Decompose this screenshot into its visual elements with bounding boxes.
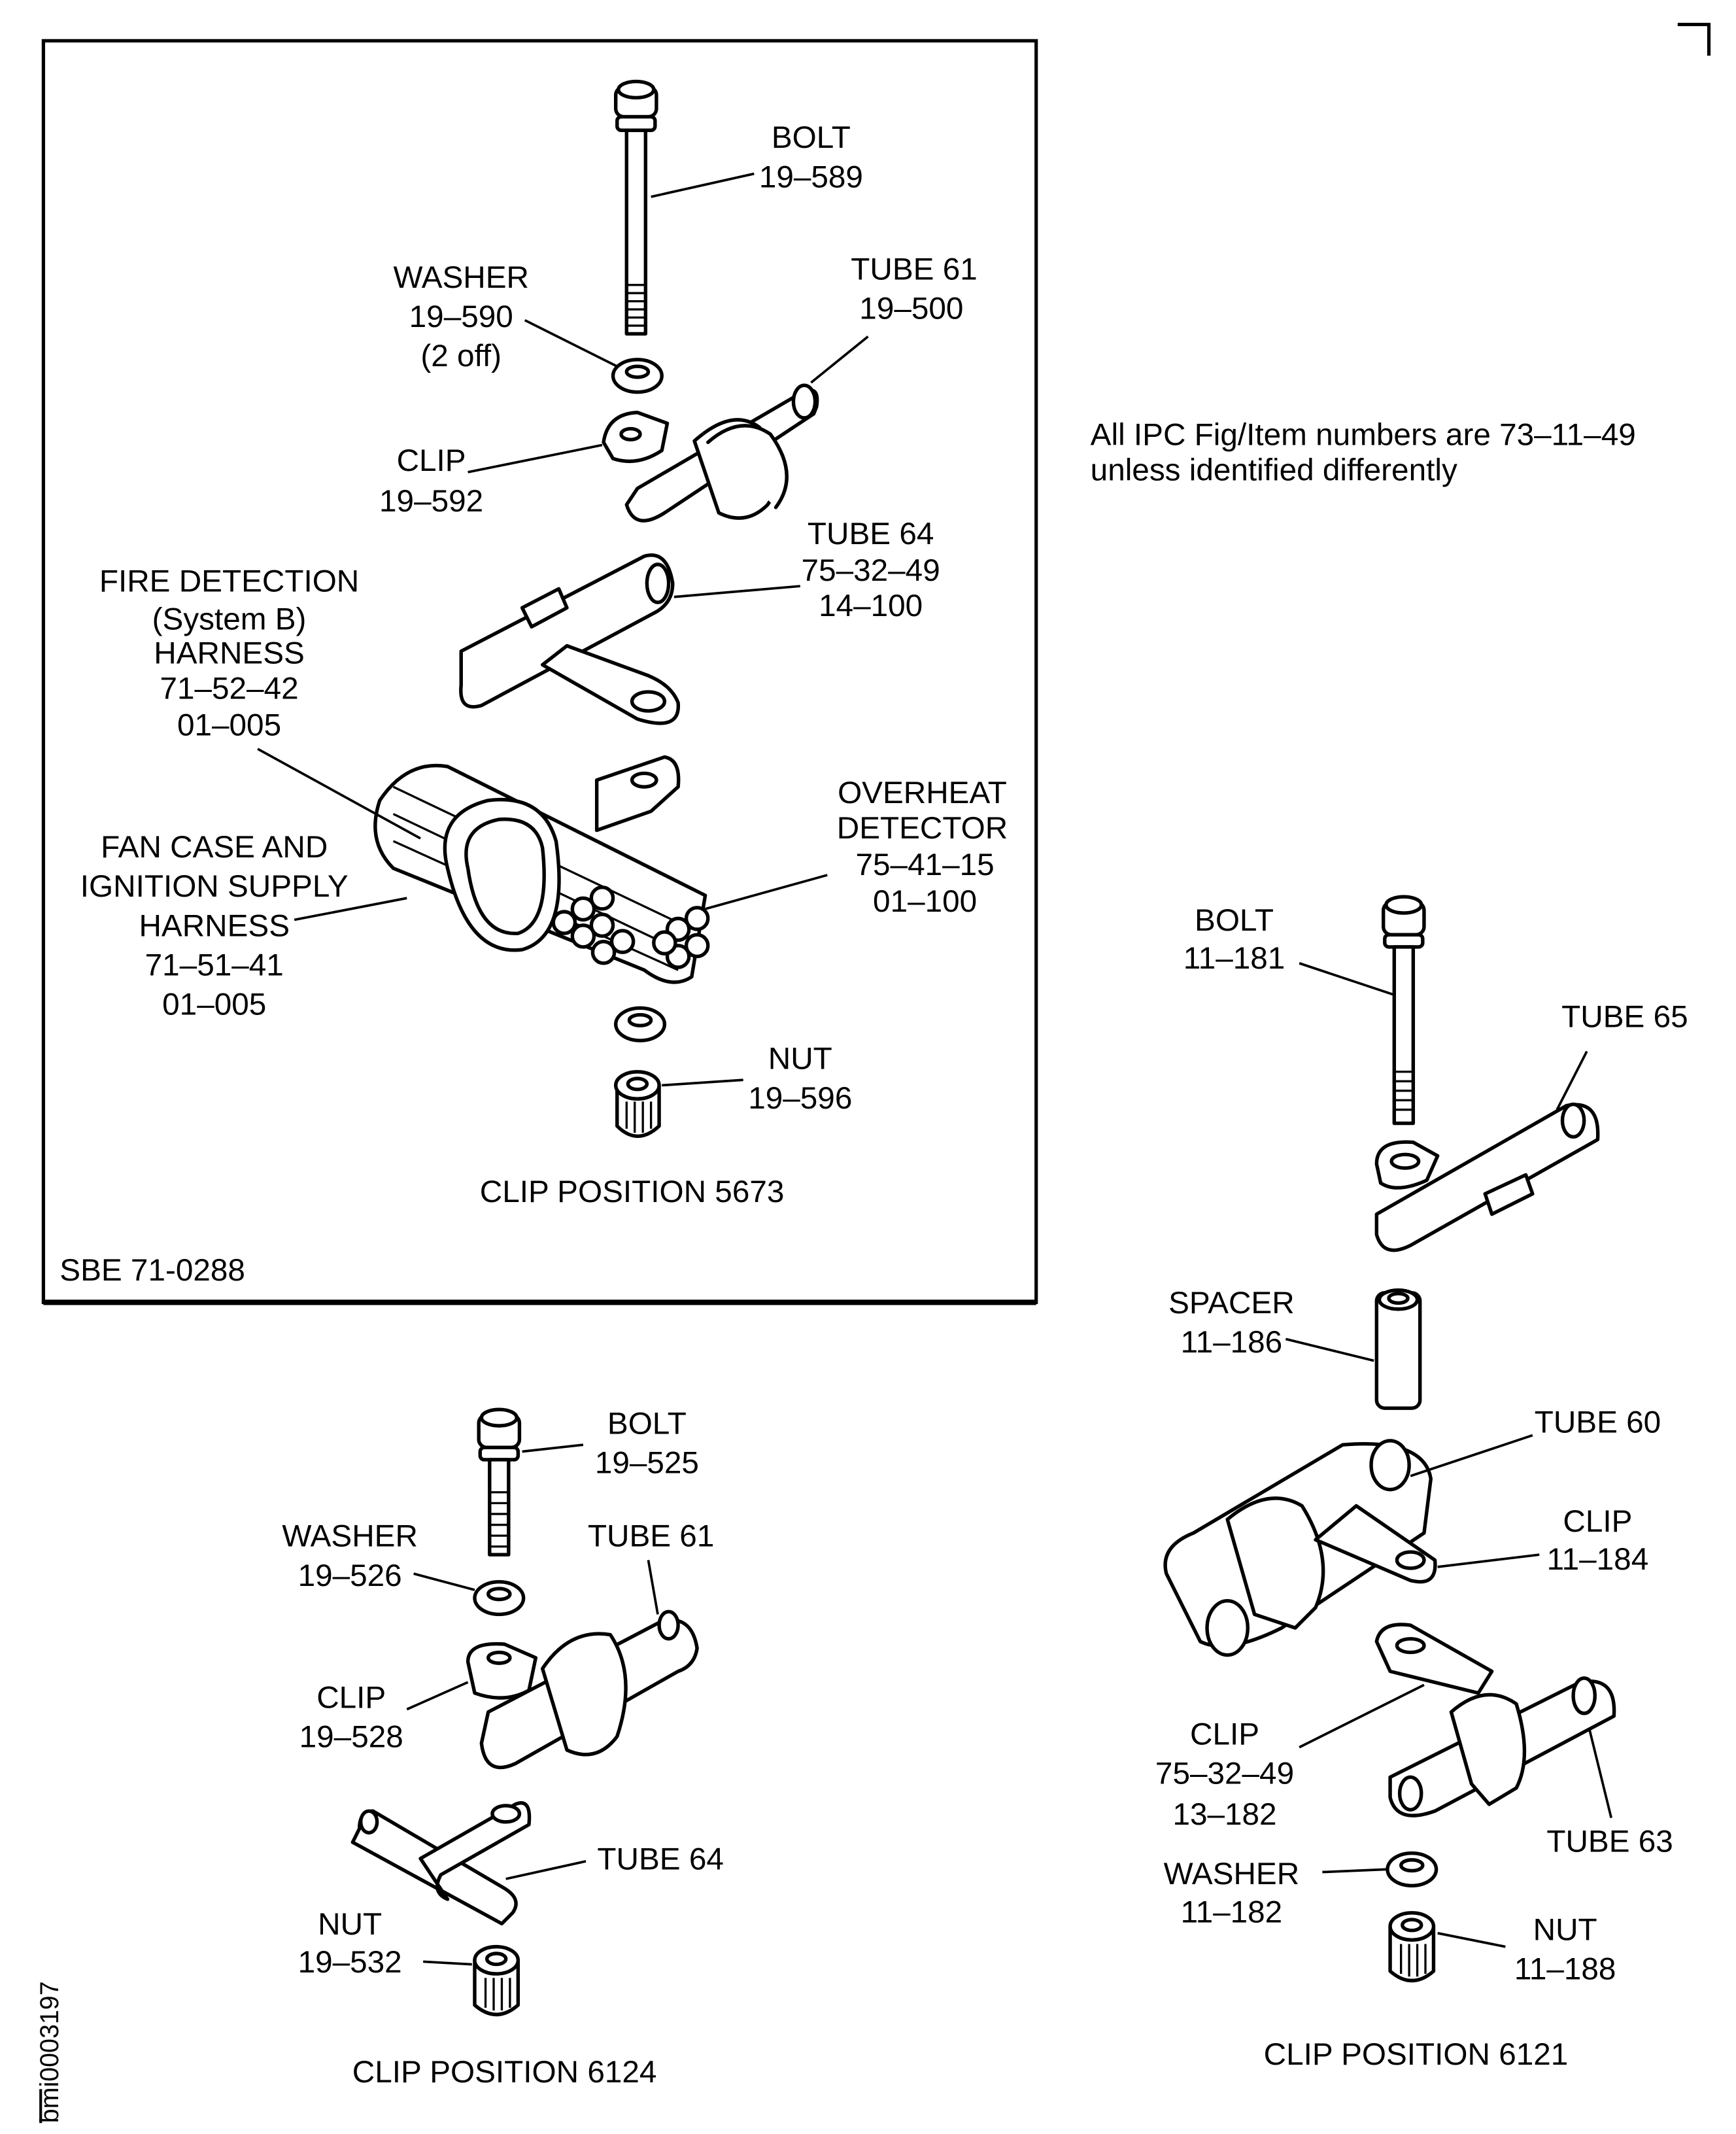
nut-icon [613, 1070, 661, 1138]
figure-id: bmi0003197 [35, 1981, 64, 2123]
tube60-clip-icon [1163, 1439, 1437, 1657]
tube64-icon [350, 1801, 532, 1926]
label-tube63: TUBE 63 [1546, 1824, 1673, 1859]
bolt-icon [613, 79, 658, 336]
bolt-icon [1382, 895, 1426, 1126]
title-clip-position-6124: CLIP POSITION 6124 [352, 2055, 657, 2090]
tube65-icon [1374, 1102, 1600, 1252]
sbe-reference: SBE 71‐0288 [60, 1253, 245, 1288]
tube64-icon [459, 553, 680, 725]
clip-with-tube61-icon [466, 1609, 699, 1770]
title-clip-position-5673: CLIP POSITION 5673 [480, 1175, 785, 1209]
washer-icon [611, 358, 664, 394]
washer-icon [613, 1006, 667, 1042]
label-tube60: TUBE 60 [1535, 1405, 1661, 1440]
title-clip-position-6121: CLIP POSITION 6121 [1264, 2037, 1569, 2072]
washer-icon [1386, 1851, 1438, 1887]
bolt-icon [477, 1407, 522, 1557]
clip-with-tube61-icon [602, 383, 819, 523]
spacer-icon [1374, 1288, 1422, 1410]
corner-mark [1677, 22, 1711, 56]
clip-with-tube63-icon [1374, 1623, 1616, 1817]
harness-bundle-icon [373, 755, 710, 984]
washer-icon [473, 1579, 526, 1617]
label-tube61-6124: TUBE 61 [588, 1519, 714, 1554]
wire-ends-icon [551, 885, 710, 969]
label-tube64-6124: TUBE 64 [597, 1842, 723, 1876]
label-tube65: TUBE 65 [1561, 999, 1688, 1034]
nut-icon [1388, 1911, 1436, 1983]
nut-icon [473, 1944, 520, 2016]
